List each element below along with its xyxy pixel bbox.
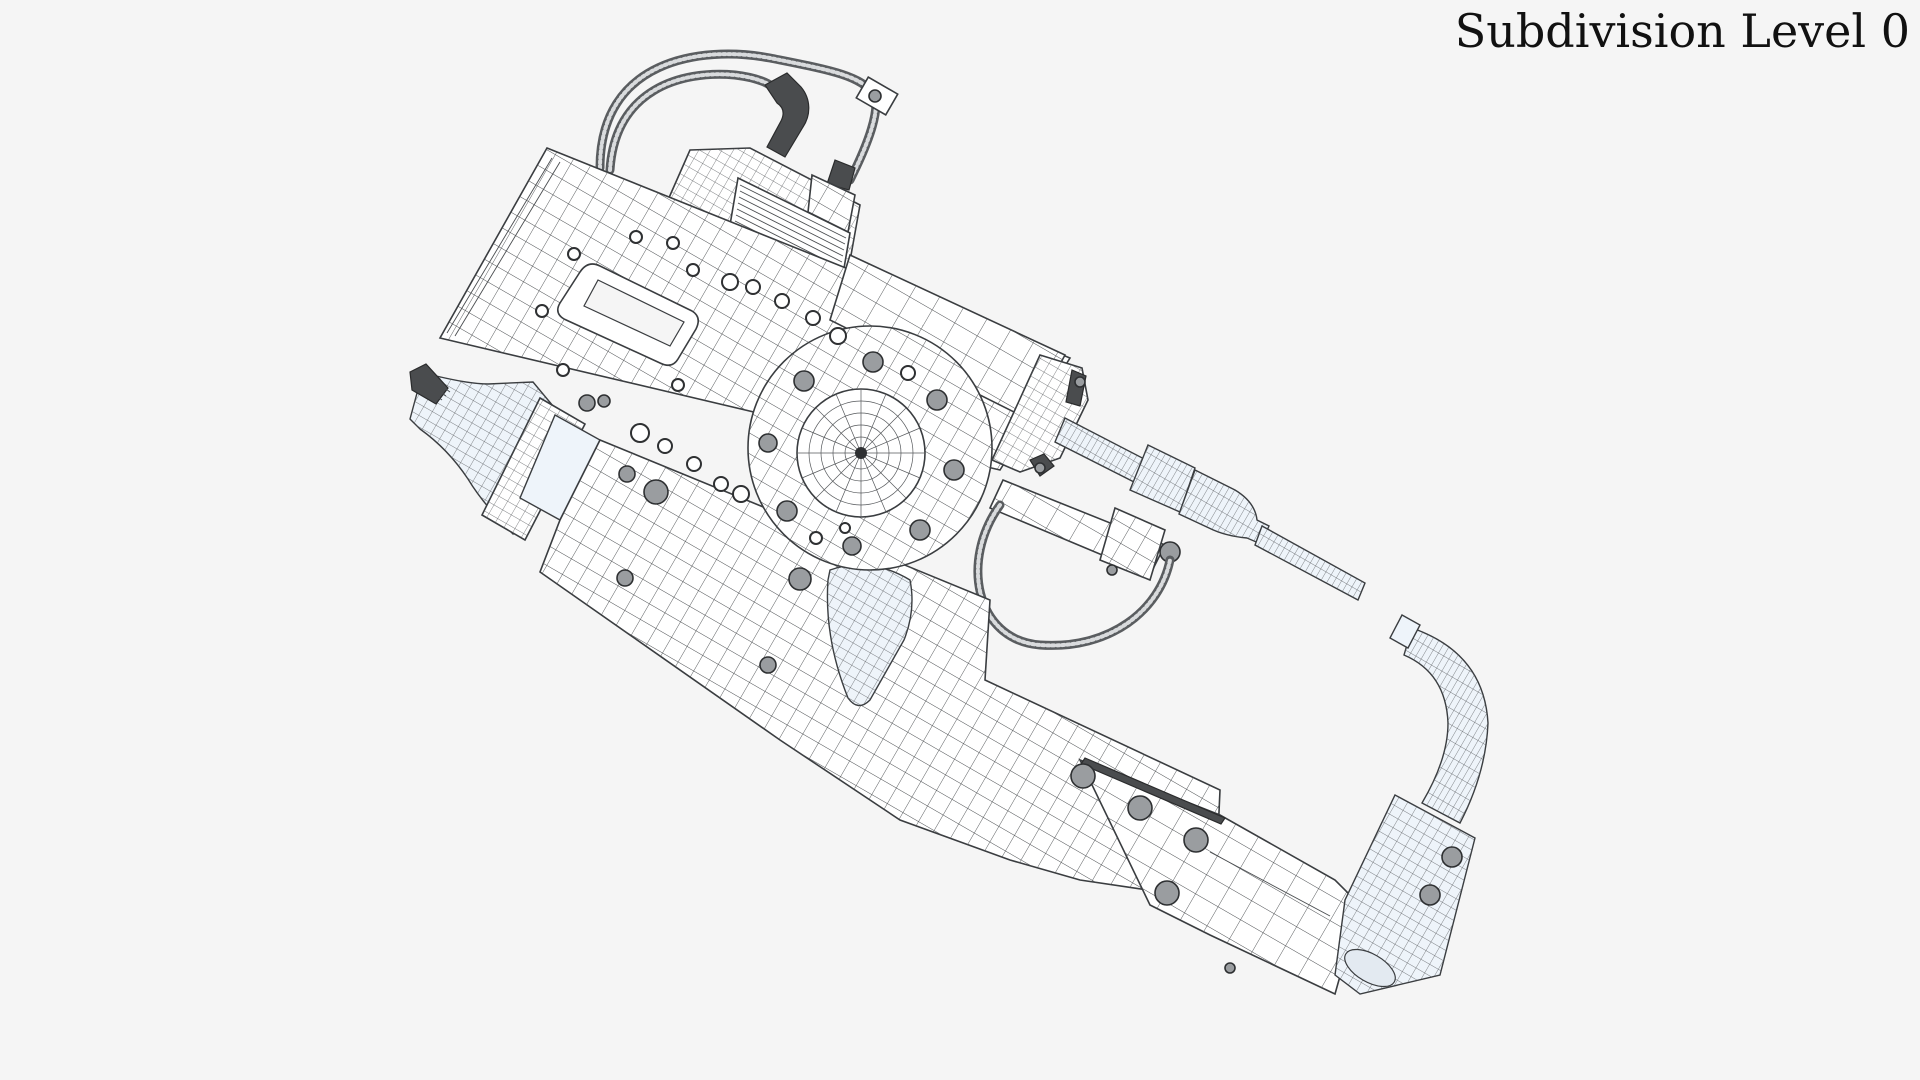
- lower-arm: [1078, 757, 1361, 996]
- actuator-housing: [666, 147, 861, 282]
- plate-holes: [535, 230, 916, 545]
- subdivision-level-label: Subdivision Level 0: [1454, 4, 1910, 58]
- lower-electrode: [1389, 614, 1489, 824]
- electrode-holder: [1334, 794, 1476, 995]
- cable-connector-left: [764, 72, 810, 158]
- cooling-fins-icon: [734, 184, 847, 275]
- upper-electrode: [1178, 469, 1366, 601]
- loop-cable: [973, 500, 1175, 650]
- plate-window: [556, 263, 700, 367]
- plate-bolts: [578, 351, 1236, 974]
- cylinder-collar: [1129, 444, 1196, 513]
- bottle-cap: [409, 363, 451, 405]
- cable-connector-right: [826, 76, 899, 191]
- bottle-mount: [480, 396, 601, 542]
- guide-bar: [988, 478, 1181, 582]
